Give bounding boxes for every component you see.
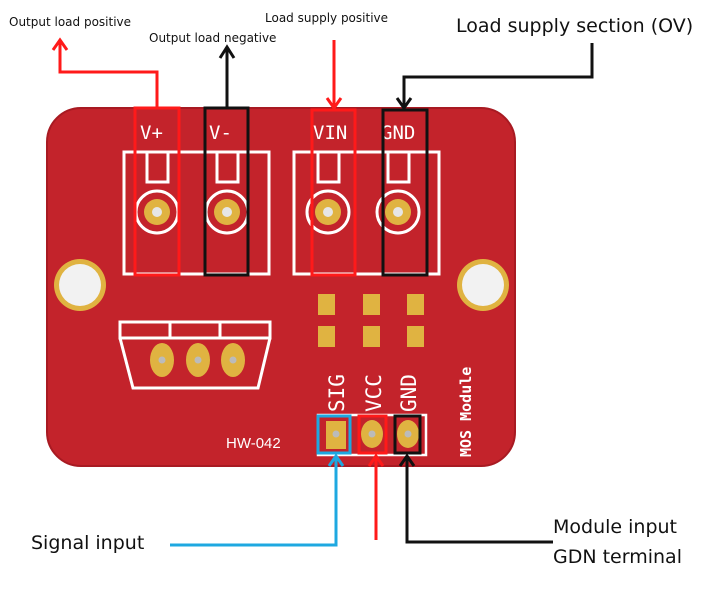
silk-sig: SIG	[325, 374, 349, 412]
label-module-gnd-line1: Module input	[553, 516, 678, 538]
silk-gnd2: GND	[397, 374, 421, 412]
leader-output-negative	[218, 44, 236, 108]
mounting-hole-right	[457, 259, 509, 311]
label-supply-section: Load supply section (OV)	[456, 15, 694, 37]
leader-output-positive	[51, 37, 159, 108]
silk-gnd: GND	[381, 122, 415, 144]
silk-model: HW-042	[226, 435, 281, 452]
smd-pads	[318, 294, 424, 347]
label-output-positive: Output load positive	[9, 15, 132, 29]
pcb-board	[46, 107, 516, 467]
highlight-vcc	[357, 414, 388, 455]
highlight-sig	[316, 414, 352, 455]
mounting-hole-left	[54, 259, 106, 311]
silk-vminus: V-	[209, 122, 232, 144]
leader-signal-input	[170, 453, 345, 547]
silk-vcc: VCC	[362, 374, 386, 412]
highlight-gnd2	[393, 414, 422, 455]
silk-module-name: MOS Module	[457, 367, 475, 457]
leader-vcc	[367, 453, 385, 540]
label-supply-positive: Load supply positive	[265, 11, 389, 25]
highlight-vin	[310, 108, 357, 277]
leader-module-gnd	[398, 453, 553, 544]
label-output-negative: Output load negative	[149, 31, 277, 45]
terminal-pads	[144, 199, 411, 225]
header-pins	[326, 420, 419, 449]
mosfet-footprint	[118, 320, 272, 390]
highlight-gnd	[381, 108, 429, 277]
silk-vplus: V+	[140, 122, 163, 144]
leader-supply-section	[395, 43, 594, 111]
label-signal-input: Signal input	[31, 532, 145, 554]
label-module-gnd-line2: GDN terminal	[553, 546, 682, 568]
leader-supply-positive	[325, 40, 343, 111]
terminal-block-supply	[292, 150, 441, 276]
silk-vin: VIN	[313, 122, 347, 144]
